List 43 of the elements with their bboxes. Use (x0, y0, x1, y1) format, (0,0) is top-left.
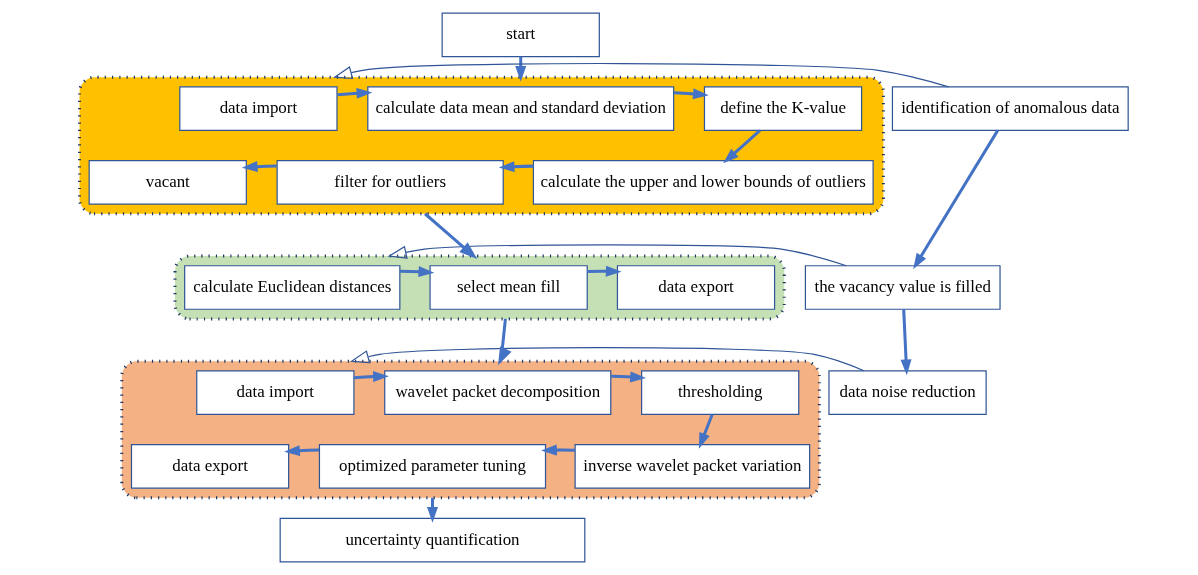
arrow (353, 371, 389, 383)
cluster (120, 359, 821, 500)
arrow (587, 265, 622, 277)
arrow (673, 88, 709, 100)
node-box: define the K-value (703, 86, 863, 131)
arrow (332, 62, 950, 88)
node-box: optimized parameter tuning (318, 444, 547, 489)
arrow (424, 212, 478, 260)
node-box: calculate the upper and lower bounds of outliers (532, 159, 874, 205)
node-box: data export (616, 265, 776, 310)
cluster (173, 254, 786, 321)
arrow (387, 244, 847, 267)
node-box: calculate Euclidean distances (184, 265, 401, 310)
node-box: vacant (88, 159, 247, 205)
arrow (284, 445, 320, 457)
node-box: data noise reduction (828, 370, 987, 416)
node-box: calculate data mean and standard deviation (367, 86, 675, 131)
arrow (400, 266, 435, 278)
arrow (337, 87, 373, 99)
arrow (611, 371, 646, 383)
arrow (723, 129, 761, 164)
node-box: start (441, 12, 600, 58)
arrow (698, 413, 714, 449)
arrow (900, 309, 912, 376)
arrow (241, 161, 277, 173)
node-box: data import (179, 86, 338, 131)
node-box: thresholding (641, 370, 800, 416)
node-box: identification of anomalous data (891, 86, 1129, 131)
node-box: uncertainty quantification (279, 517, 586, 563)
arrow (498, 318, 512, 366)
node-box: data import (196, 370, 355, 416)
cluster (78, 75, 885, 216)
arrow (913, 129, 1000, 270)
arrow (515, 56, 527, 82)
node-box: the vacancy value is filled (804, 265, 1001, 310)
arrow (541, 444, 575, 456)
node-box: inverse wavelet packet variation (574, 444, 811, 489)
node-box: data export (130, 444, 290, 489)
arrow (498, 161, 534, 173)
node-box: wavelet packet decomposition (384, 370, 612, 416)
node-box: select mean fill (429, 265, 588, 310)
arrow (349, 347, 865, 372)
node-box: filter for outliers (276, 159, 504, 205)
